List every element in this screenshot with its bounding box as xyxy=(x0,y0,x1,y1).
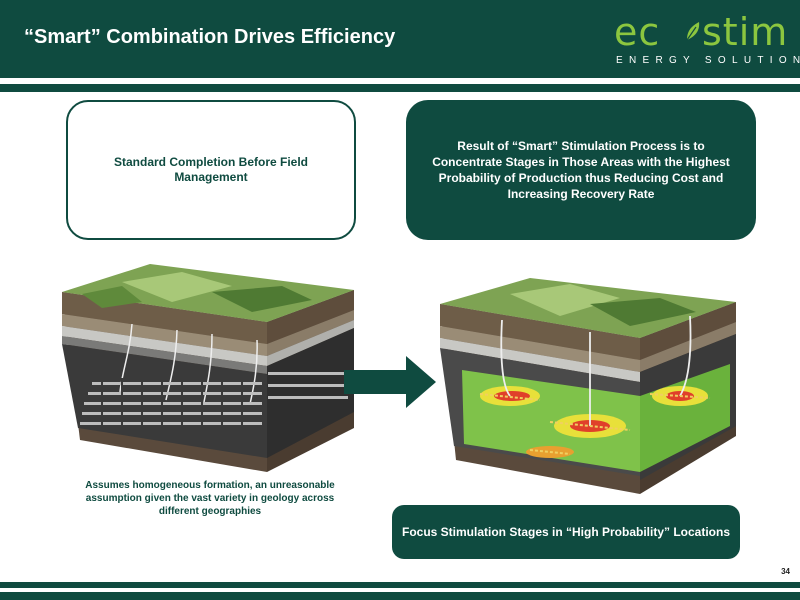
logo-wordmark: ec stim xyxy=(614,10,787,54)
logo-word-right: stim xyxy=(702,10,789,54)
smart-stimulation-illustration xyxy=(440,278,736,494)
standard-completion-box: Standard Completion Before Field Managem… xyxy=(66,100,356,240)
standard-completion-text: Standard Completion Before Field Managem… xyxy=(113,155,308,184)
homogeneous-formation-caption: Assumes homogeneous formation, an unreas… xyxy=(85,480,335,517)
ecostim-logo: ec stim ENERGY SOLUTIONS xyxy=(614,10,800,70)
uniform-completion-illustration xyxy=(62,264,354,472)
smart-stimulation-result-text: Result of “Smart” Stimulation Process is… xyxy=(432,139,730,201)
page-title: “Smart” Combination Drives Efficiency xyxy=(24,26,396,48)
logo-tagline: ENERGY SOLUTIONS xyxy=(616,55,800,66)
header-banner: “Smart” Combination Drives Efficiency ec… xyxy=(0,0,800,78)
footer-bar-upper xyxy=(0,582,800,588)
smart-stimulation-result-box: Result of “Smart” Stimulation Process is… xyxy=(406,100,756,240)
logo-word-left: ec xyxy=(614,10,661,54)
header-divider-bar xyxy=(0,84,800,92)
focus-stimulation-box: Focus Stimulation Stages in “High Probab… xyxy=(392,505,740,559)
focus-stimulation-text: Focus Stimulation Stages in “High Probab… xyxy=(401,525,731,539)
leaf-icon xyxy=(686,22,700,41)
page-number: 34 xyxy=(781,567,790,576)
footer-bar-lower xyxy=(0,592,800,600)
arrow-right-icon xyxy=(344,356,436,408)
